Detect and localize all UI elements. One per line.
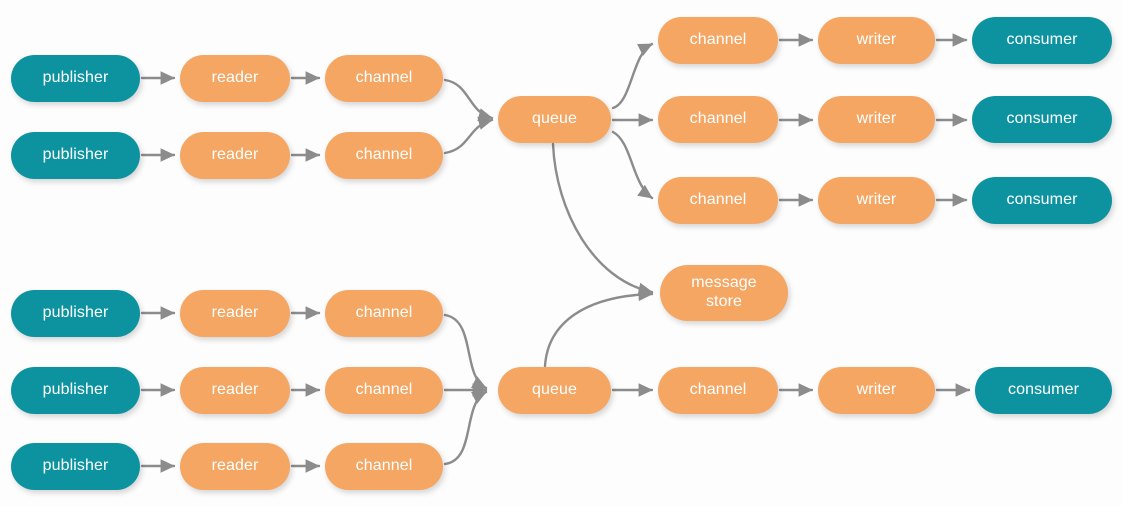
node-label: message store [691, 274, 757, 310]
edge-chn-1-to-queue-1 [443, 78, 494, 122]
node-pub-2[interactable]: publisher [11, 132, 140, 179]
edge-queue-1-to-chn-o1 [611, 42, 654, 110]
node-pub-5[interactable]: publisher [11, 443, 140, 490]
node-rdr-1[interactable]: reader [180, 55, 290, 102]
node-pub-1[interactable]: publisher [11, 55, 140, 102]
node-chn-b[interactable]: channel [658, 367, 778, 414]
node-chn-3[interactable]: channel [325, 290, 443, 337]
node-rdr-2[interactable]: reader [180, 132, 290, 179]
node-chn-o1[interactable]: channel [658, 17, 778, 64]
node-label: channel [689, 31, 747, 49]
node-wrt-o3[interactable]: writer [818, 177, 935, 224]
node-label: publisher [42, 69, 109, 87]
node-label: channel [355, 146, 413, 164]
node-label: publisher [42, 304, 109, 322]
node-label: publisher [42, 146, 109, 164]
node-wrt-b[interactable]: writer [818, 367, 935, 414]
node-label: writer [856, 381, 897, 399]
edge-chn-3-to-queue-2 [443, 313, 488, 390]
node-rdr-3[interactable]: reader [180, 290, 290, 337]
node-wrt-o1[interactable]: writer [818, 17, 935, 64]
node-cns-b[interactable]: consumer [975, 367, 1112, 414]
node-cns-o1[interactable]: consumer [972, 17, 1112, 64]
node-label: reader [211, 304, 259, 322]
node-label: publisher [42, 381, 109, 399]
edge-queue-1-to-store [551, 142, 654, 296]
node-chn-o2[interactable]: channel [658, 96, 778, 143]
node-label: reader [211, 457, 259, 475]
node-label: writer [856, 110, 897, 128]
node-queue-1[interactable]: queue [498, 96, 611, 143]
node-label: consumer [1006, 191, 1078, 209]
node-label: channel [689, 191, 747, 209]
node-label: writer [856, 31, 897, 49]
node-rdr-5[interactable]: reader [180, 443, 290, 490]
node-cns-o3[interactable]: consumer [972, 177, 1112, 224]
node-label: reader [211, 69, 259, 87]
node-label: channel [355, 69, 413, 87]
node-chn-2[interactable]: channel [325, 132, 443, 179]
node-store[interactable]: message store [660, 265, 788, 321]
node-pub-3[interactable]: publisher [11, 290, 140, 337]
edge-chn-2-to-queue-1 [443, 116, 494, 155]
node-label: queue [532, 110, 577, 128]
edge-queue-1-to-chn-o3 [611, 130, 654, 200]
node-chn-5[interactable]: channel [325, 443, 443, 490]
node-chn-1[interactable]: channel [325, 55, 443, 102]
node-chn-o3[interactable]: channel [658, 177, 778, 224]
node-label: channel [689, 110, 747, 128]
node-label: writer [856, 191, 897, 209]
node-label: reader [211, 381, 259, 399]
node-pub-4[interactable]: publisher [11, 367, 140, 414]
node-label: channel [355, 304, 413, 322]
node-wrt-o2[interactable]: writer [818, 96, 935, 143]
node-label: publisher [42, 457, 109, 475]
node-label: consumer [1007, 381, 1080, 399]
node-label: queue [532, 381, 577, 399]
edge-queue-2-to-store [543, 287, 654, 368]
node-queue-2[interactable]: queue [498, 367, 611, 414]
node-label: channel [355, 457, 413, 475]
node-label: reader [211, 146, 259, 164]
node-cns-o2[interactable]: consumer [972, 96, 1112, 143]
node-label: channel [689, 381, 747, 399]
edge-chn-5-to-queue-2 [443, 390, 488, 466]
node-chn-4[interactable]: channel [325, 367, 443, 414]
node-label: consumer [1006, 110, 1078, 128]
node-label: consumer [1006, 31, 1078, 49]
node-label: channel [355, 381, 413, 399]
node-rdr-4[interactable]: reader [180, 367, 290, 414]
